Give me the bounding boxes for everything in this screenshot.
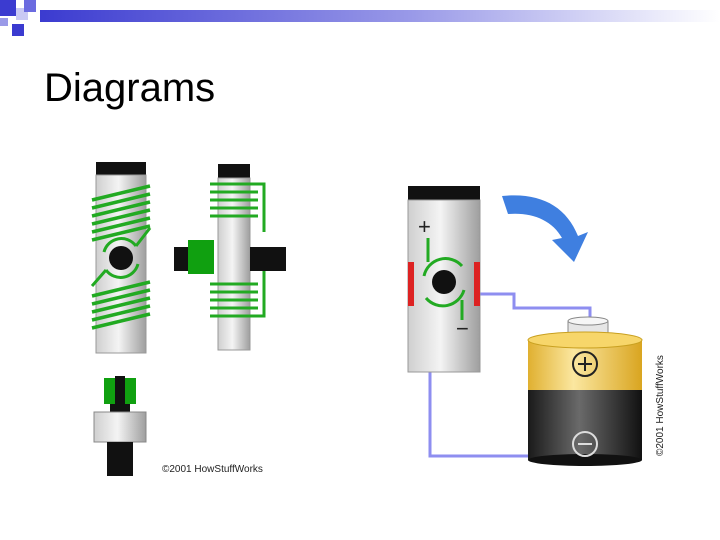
header-square [24, 0, 36, 12]
terminal-right [474, 262, 480, 306]
slide-header-decoration [0, 0, 720, 36]
terminal-left [408, 262, 414, 306]
field-arc [422, 257, 464, 277]
cap-gap [115, 376, 125, 410]
header-square [12, 24, 24, 36]
field-arc [102, 237, 138, 253]
coil-windings-upper [210, 182, 266, 232]
field-arc [424, 289, 466, 308]
slanted-coil-assembly [90, 162, 152, 354]
coil-windings-lower [210, 268, 266, 318]
plus-sign: + [418, 214, 431, 239]
rectangular-coil-assembly [174, 164, 286, 351]
coil-windings-lower [91, 280, 151, 330]
metal-bar [217, 177, 251, 351]
core-dot [109, 246, 133, 270]
bar-cap [96, 162, 146, 175]
green-block [188, 240, 214, 274]
battery-base [528, 454, 642, 466]
battery-minus-icon [572, 431, 598, 457]
lead-wire [90, 269, 108, 287]
battery-plus-icon [572, 351, 598, 377]
core-dot [432, 270, 456, 294]
battery-bottom-half [528, 390, 642, 460]
bar-cap [408, 186, 480, 200]
pole-piece-left [174, 247, 188, 271]
credit-side: ©2001 HowStuffWorks [655, 355, 666, 456]
bar-stem [110, 404, 130, 412]
header-square [0, 0, 16, 16]
header-gradient-bar [40, 10, 720, 22]
battery-terminal-top [567, 316, 609, 326]
coil-windings-upper [91, 184, 151, 242]
wire-positive [480, 292, 592, 322]
bar-cap [218, 164, 250, 178]
metal-block [93, 411, 147, 443]
small-bar-assembly [93, 376, 147, 476]
battery-lid [527, 331, 643, 349]
lead-wire [134, 227, 152, 247]
credit-bottom: ©2001 HowStuffWorks [162, 464, 263, 475]
minus-sign: − [456, 316, 469, 341]
header-square [0, 18, 8, 26]
rotation-arrow [502, 195, 588, 262]
bar-base [107, 442, 133, 476]
battery-circuit-assembly: + − [407, 186, 643, 466]
field-arc [104, 263, 140, 279]
slide-title: Diagrams [44, 66, 216, 110]
pole-piece-right [250, 247, 286, 271]
